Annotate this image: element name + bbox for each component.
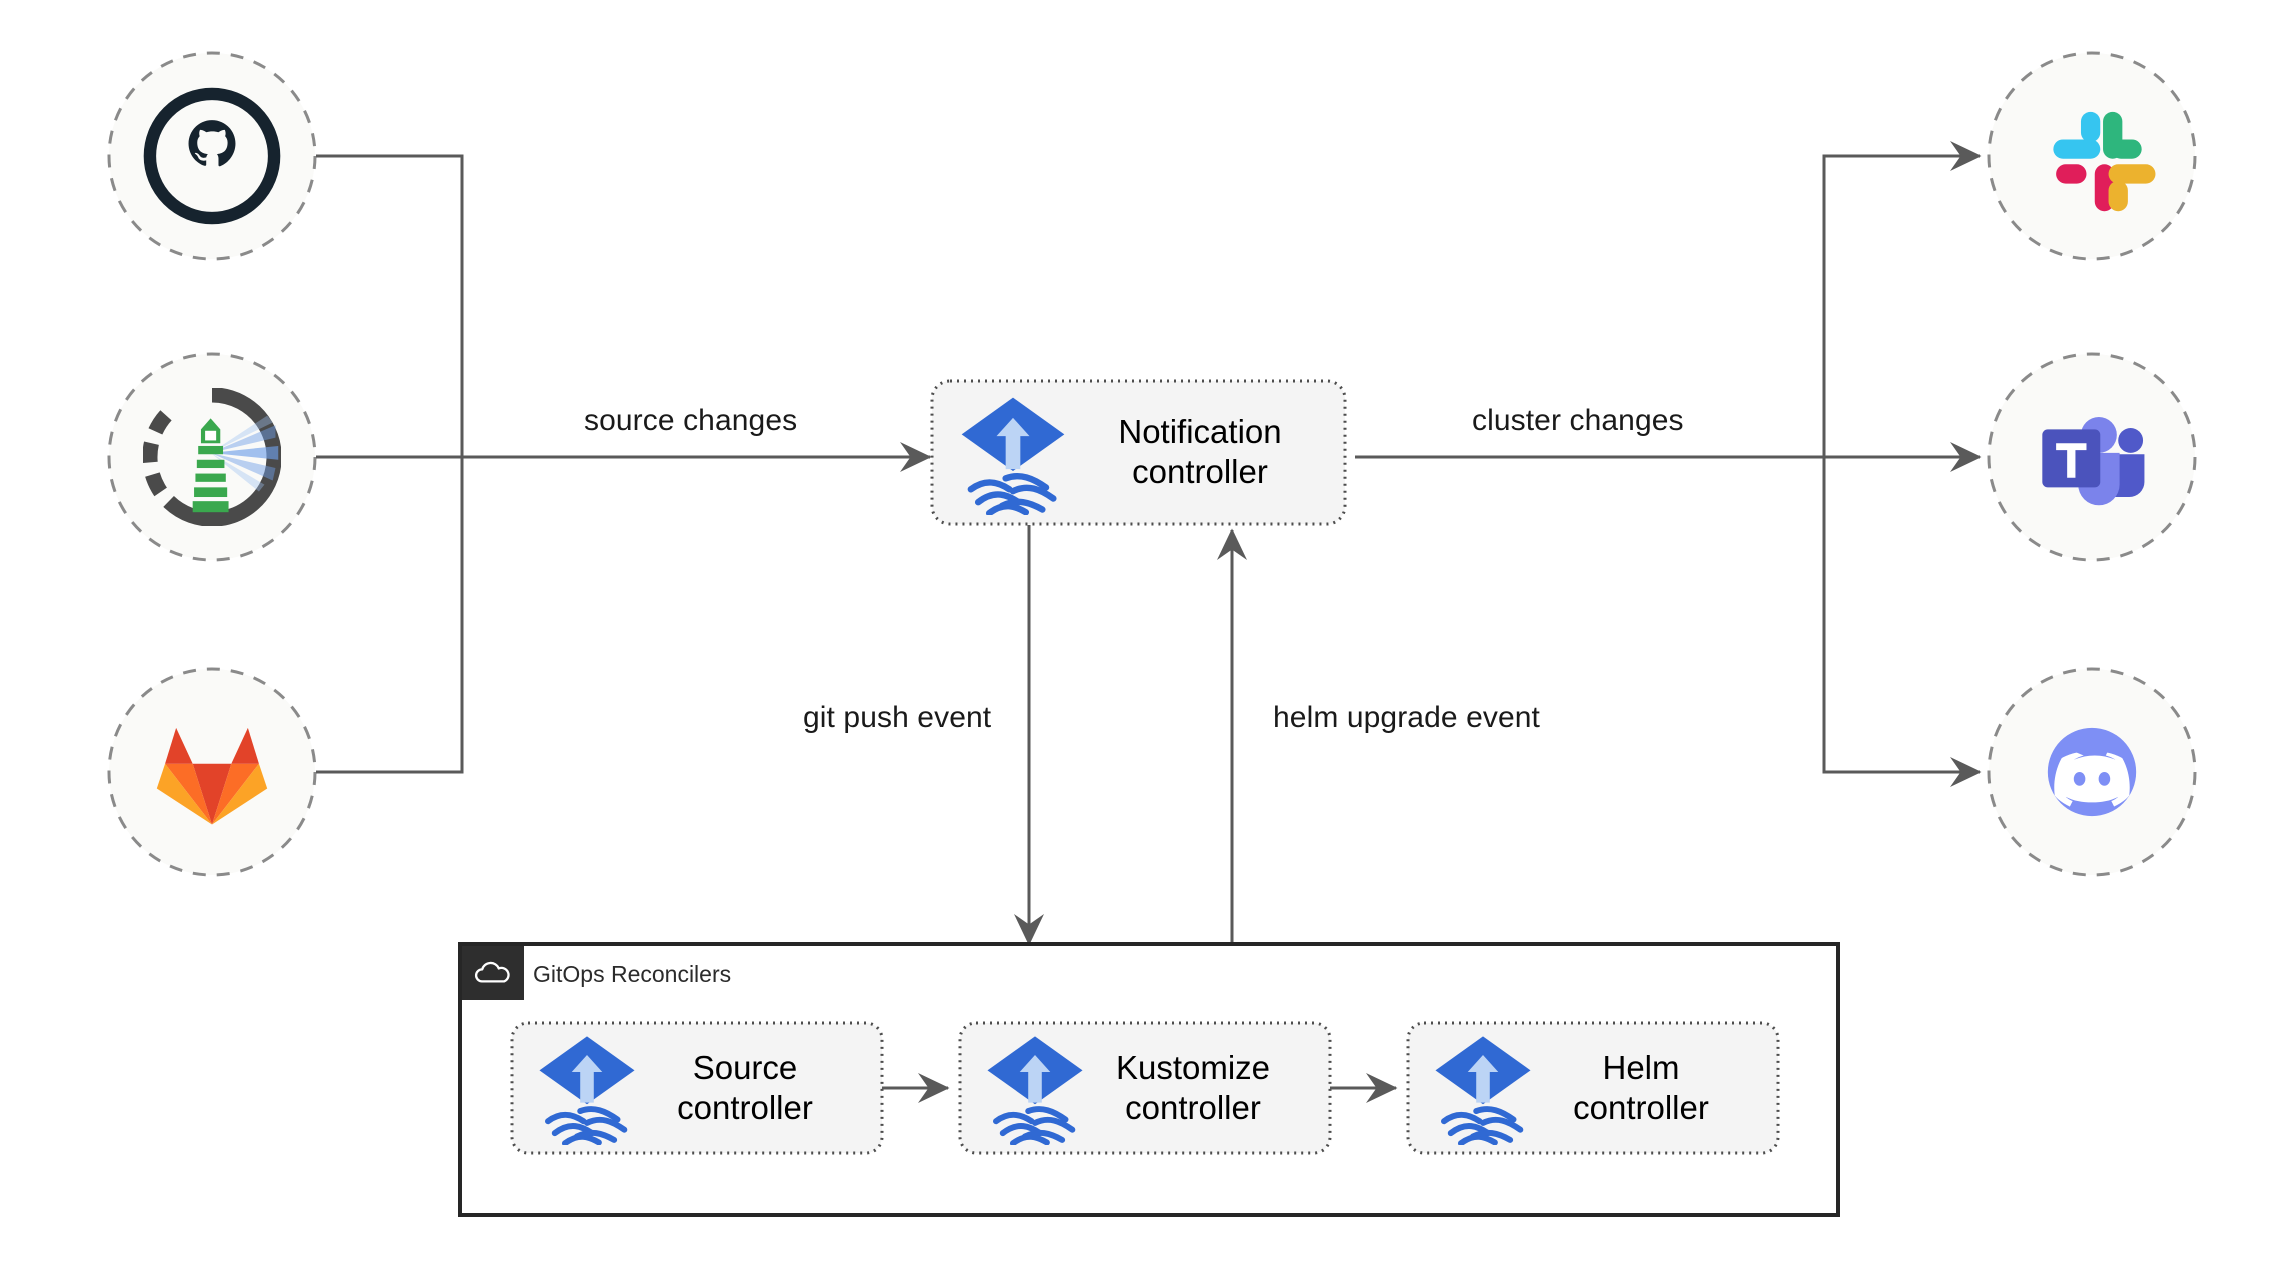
edge-gitlab-to-trunk [316, 457, 464, 774]
helm-controller-line1: Helm [1602, 1049, 1680, 1086]
discord-icon [2047, 727, 2137, 817]
helm-controller-line2: controller [1573, 1089, 1709, 1126]
group-title: GitOps Reconcilers [533, 961, 732, 987]
edge-github-to-trunk [316, 154, 464, 457]
source-controller-line1: Source [692, 1049, 798, 1086]
edge-label-helm-upgrade-event: helm upgrade event [1265, 699, 1548, 737]
helm-controller-node[interactable] [1406, 1021, 1780, 1155]
source-controller-node[interactable] [510, 1021, 884, 1155]
notification-controller-line1: Notification [1118, 413, 1282, 450]
destination-node-teams[interactable] [1987, 352, 2197, 562]
edge-label-git-push-event: git push event [795, 699, 1000, 737]
edge-label-cluster-changes: cluster changes [1464, 402, 1692, 440]
destination-node-discord[interactable] [1987, 667, 2197, 877]
source-circle-github [107, 51, 317, 261]
source-node-github[interactable] [107, 51, 317, 261]
group-icon-badge [462, 946, 524, 1000]
kustomize-controller-node[interactable] [958, 1021, 1332, 1155]
destination-node-slack[interactable] [1987, 51, 2197, 261]
source-node-gitlab[interactable] [107, 667, 317, 877]
edge-cluster-changes-to-slack [1822, 141, 1982, 457]
kustomize-controller-line2: controller [1125, 1089, 1261, 1126]
notification-controller-label: Notification controller [1080, 412, 1320, 492]
source-controller-label: Source controller [630, 1048, 860, 1128]
edge-label-source-changes: source changes [576, 402, 806, 440]
source-node-flux[interactable] [107, 352, 317, 562]
notification-controller-node[interactable] [930, 379, 1347, 526]
kustomize-controller-label: Kustomize controller [1078, 1048, 1308, 1128]
kustomize-controller-line1: Kustomize [1115, 1049, 1271, 1086]
notification-controller-line2: controller [1132, 453, 1268, 490]
helm-controller-label: Helm controller [1526, 1048, 1756, 1128]
source-circle-flux [107, 352, 317, 562]
source-controller-line2: controller [677, 1089, 813, 1126]
edge-cluster-changes-to-discord [1822, 457, 1982, 787]
